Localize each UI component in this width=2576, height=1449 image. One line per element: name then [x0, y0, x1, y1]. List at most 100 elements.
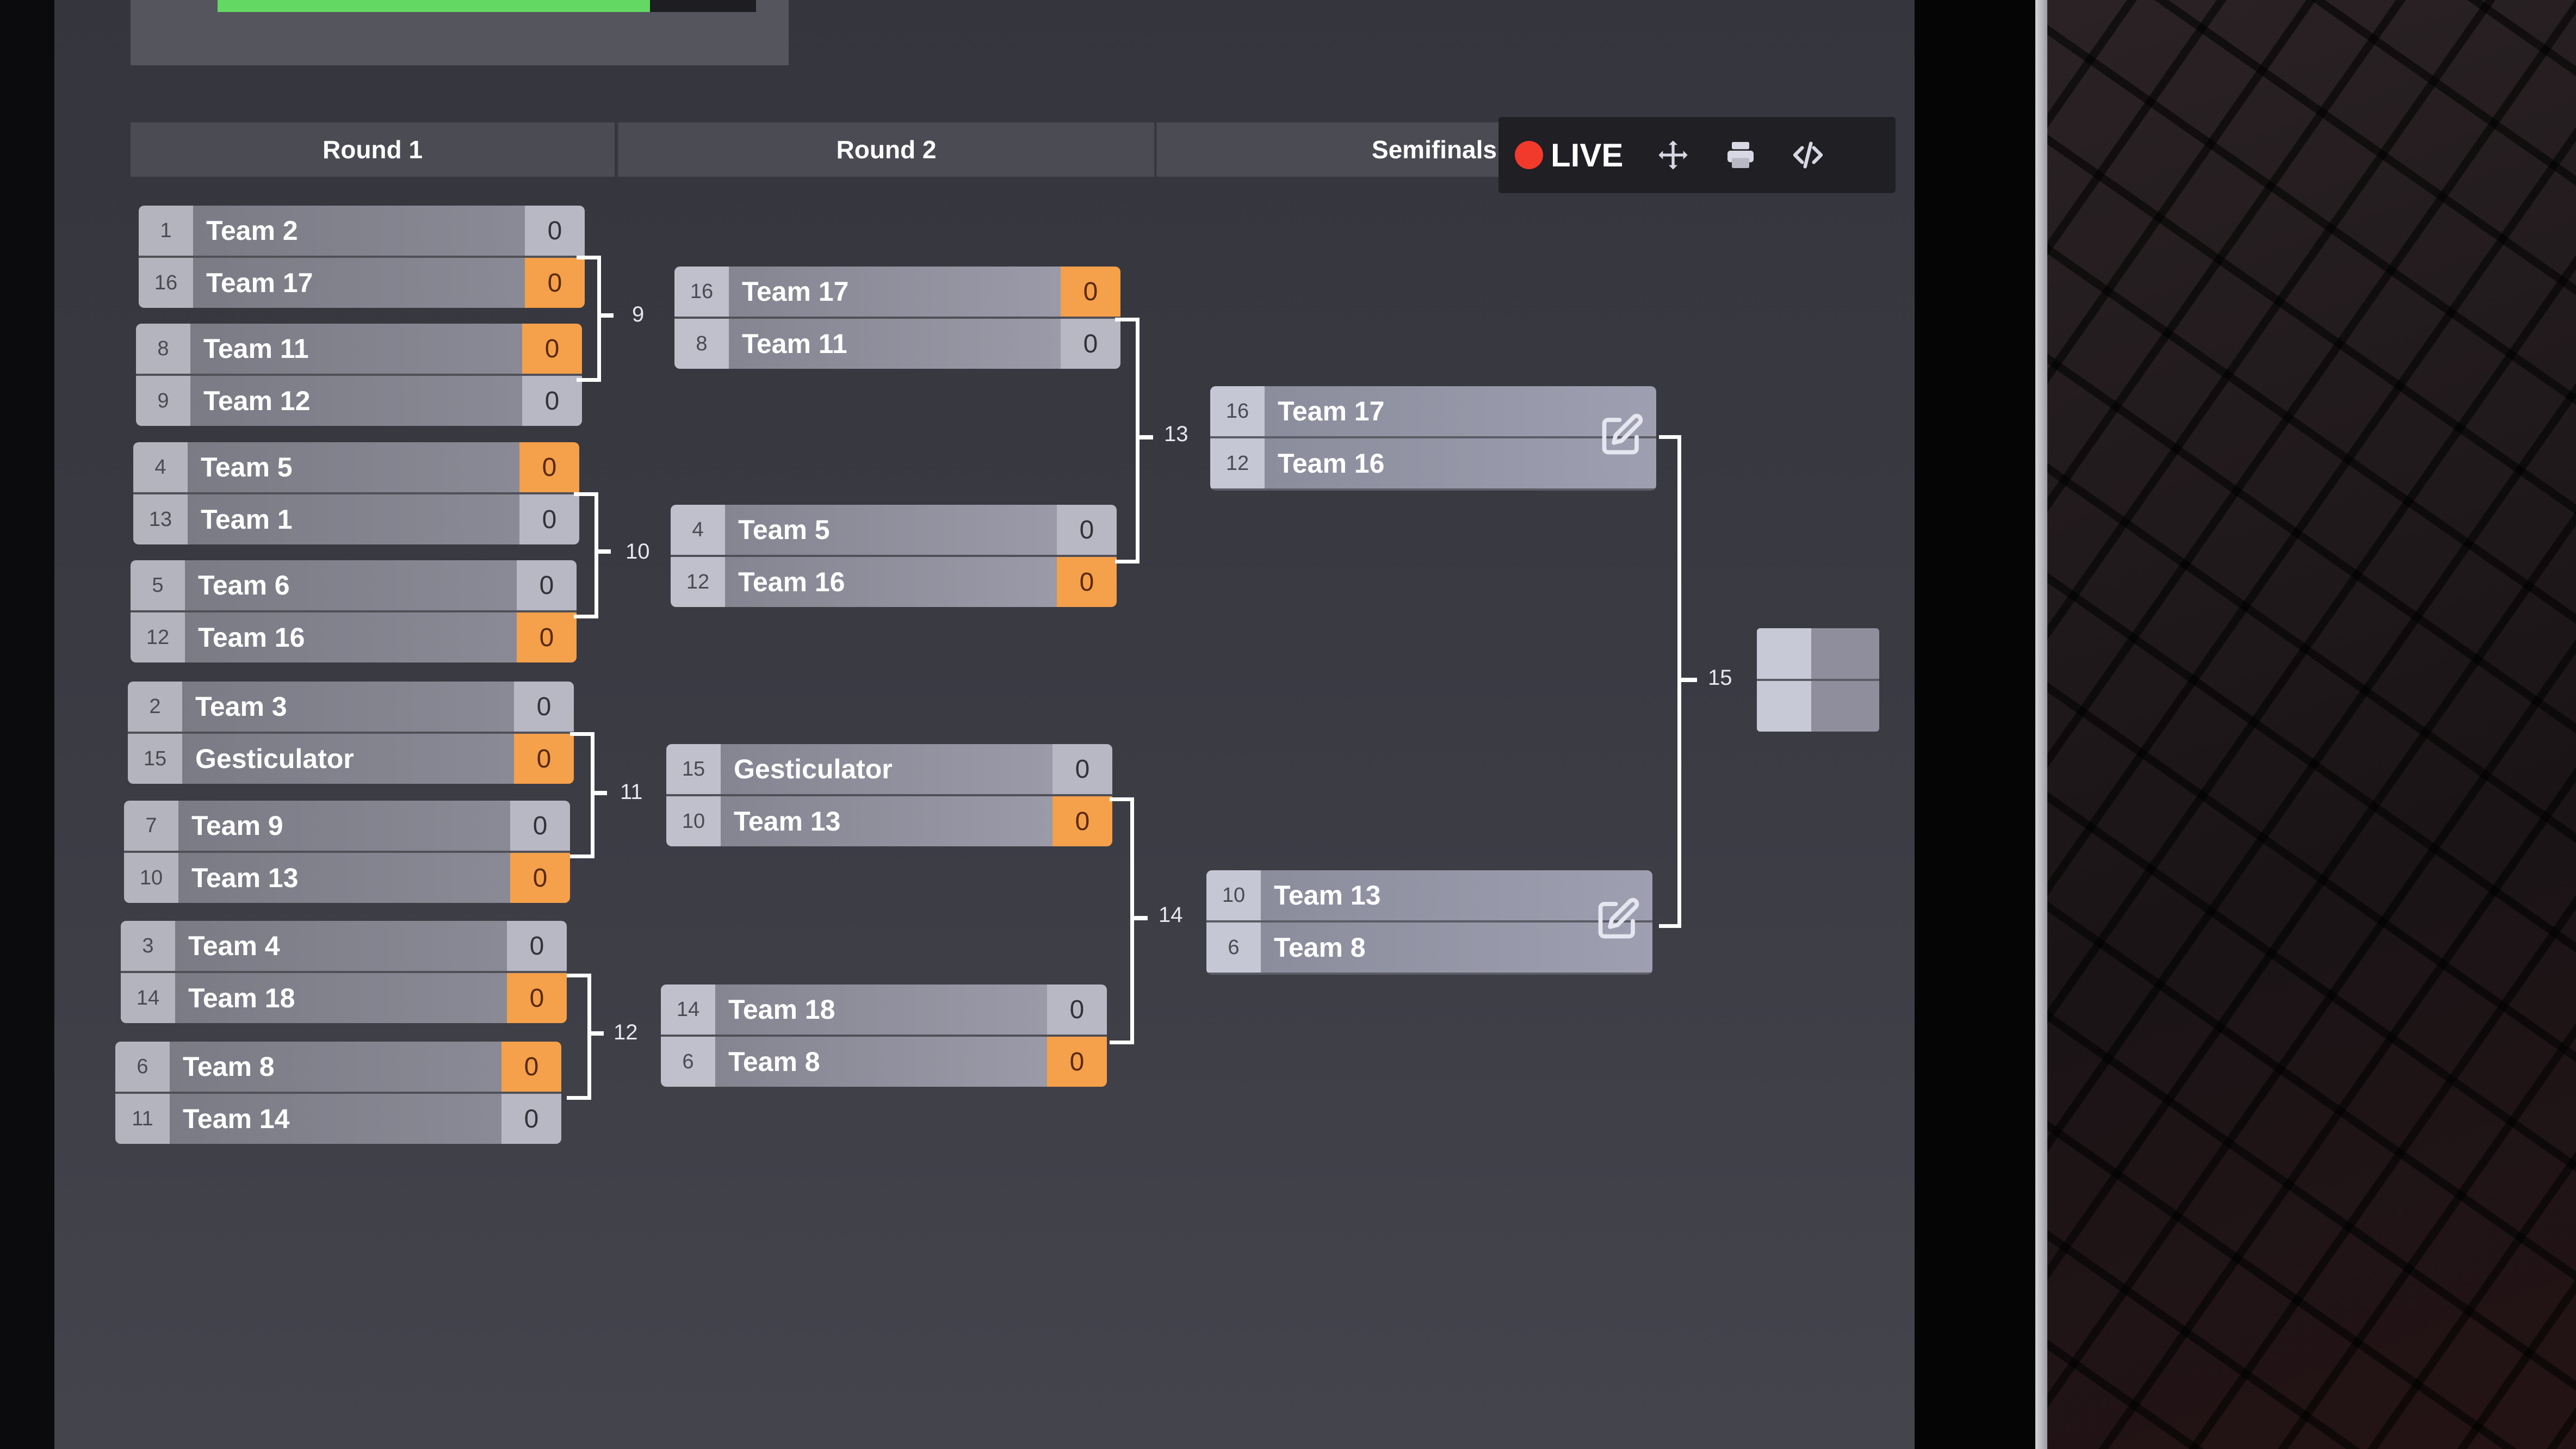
team-score[interactable]: 0: [519, 494, 579, 544]
team-name: Team 14: [170, 1094, 501, 1144]
laptop-keyboard-background: [2047, 0, 2576, 1449]
print-icon[interactable]: [1723, 138, 1758, 172]
team-score[interactable]: 0: [1047, 1037, 1107, 1087]
team-score[interactable]: 0: [1061, 319, 1120, 369]
team-seed: 6: [115, 1042, 170, 1092]
team-score[interactable]: 0: [522, 376, 582, 426]
team-score[interactable]: 0: [1052, 744, 1112, 794]
team-score[interactable]: 0: [501, 1042, 561, 1092]
team-score[interactable]: 0: [522, 324, 582, 374]
team-score[interactable]: 0: [1052, 796, 1112, 846]
final-match-placeholder[interactable]: [1757, 628, 1879, 732]
team-seed: 15: [666, 744, 721, 794]
match-label-15: 15: [1708, 666, 1732, 690]
team-score[interactable]: 0: [1061, 267, 1120, 317]
team-name: Team 6: [185, 560, 517, 610]
team-name: Team 13: [1261, 870, 1652, 920]
team-score[interactable]: 0: [519, 442, 579, 492]
team-score[interactable]: 0: [507, 973, 567, 1023]
edit-match-icon[interactable]: [1599, 412, 1644, 458]
live-button[interactable]: LIVE: [1515, 137, 1623, 174]
team-seed: 12: [131, 612, 185, 662]
edit-match-icon[interactable]: [1595, 896, 1640, 942]
connector-match-11: [570, 732, 595, 858]
team-score[interactable]: 0: [514, 734, 574, 784]
team-score[interactable]: 0: [501, 1094, 561, 1144]
monitor-bezel: [1915, 0, 2034, 1449]
team-score[interactable]: 0: [525, 206, 585, 256]
team-row[interactable]: 16 Team 17: [1210, 386, 1656, 438]
team-score[interactable]: 0: [1057, 505, 1117, 555]
team-seed: 16: [674, 267, 729, 317]
connector-match-10: [574, 492, 598, 618]
team-seed: 6: [1206, 922, 1261, 973]
move-icon[interactable]: [1656, 138, 1691, 172]
team-seed: 4: [133, 442, 188, 492]
team-score[interactable]: 0: [510, 853, 570, 903]
connector-stub: [1136, 435, 1153, 439]
monitor-edge: [2035, 0, 2047, 1449]
team-row[interactable]: 6 Team 8: [1206, 922, 1652, 975]
round-header-semifinals: Semifinals: [1156, 122, 1502, 177]
team-score[interactable]: 0: [514, 682, 574, 732]
team-seed: 7: [124, 801, 178, 851]
team-row[interactable]: 12 Team 16: [1210, 438, 1656, 491]
team-score[interactable]: 0: [510, 801, 570, 851]
team-score[interactable]: 0: [507, 921, 567, 971]
team-seed: 12: [671, 557, 725, 607]
team-score[interactable]: 0: [525, 258, 585, 308]
team-score[interactable]: 0: [1047, 984, 1107, 1035]
semifinal-match-1[interactable]: 16 Team 17 12 Team 16: [1210, 386, 1656, 491]
team-score[interactable]: 0: [517, 560, 577, 610]
match-label-14: 14: [1159, 903, 1183, 927]
team-name: Team 18: [715, 984, 1047, 1035]
live-label: LIVE: [1551, 137, 1624, 174]
team-name: Team 4: [175, 921, 507, 971]
team-seed: 2: [128, 682, 182, 732]
connector-match-14: [1110, 797, 1134, 1044]
embed-code-icon[interactable]: [1791, 138, 1825, 172]
semifinal-match-2[interactable]: 10 Team 13 6 Team 8: [1206, 870, 1652, 975]
team-name: Gesticulator: [182, 734, 514, 784]
team-score[interactable]: 0: [1057, 557, 1117, 607]
team-name: Team 17: [1265, 386, 1656, 436]
team-score[interactable]: 0: [517, 612, 577, 662]
team-row[interactable]: 10 Team 13: [1206, 870, 1652, 922]
